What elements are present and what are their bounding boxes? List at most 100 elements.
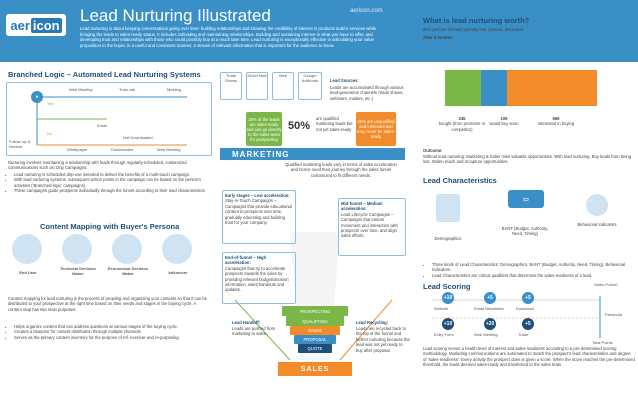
persona-end-user-avatar [12, 234, 42, 264]
branched-bullet: These campaigns guide prospects individu… [14, 188, 208, 193]
axis-sales-funnel: Sales Funnel [594, 282, 618, 287]
branched-lines [36, 96, 187, 146]
branched-diagram: ● Web Meeting Train call Meeting Email F… [6, 82, 212, 156]
char-bant: BANT (Budget, Authority, Need, Timing) [501, 226, 549, 237]
channel-label: Web [278, 73, 288, 78]
char-bullet: Lead Characteristics are critical qualif… [432, 273, 630, 278]
stat-bought-label: bought (from promoter or competitor) [438, 121, 486, 132]
channel-label: Direct Mail [247, 73, 267, 78]
stat-buy-soon-value: 105 [500, 116, 508, 121]
score-download: +5 [522, 292, 534, 304]
start-node: ● [31, 91, 43, 103]
stat-unqualified: 25% are unqualified and irrelevant and m… [356, 112, 396, 146]
scoring-body: Lead scoring serves a health-level of in… [423, 346, 635, 368]
after-label: After 6 months: [423, 35, 454, 40]
early-stage-box: Early stages – Low acceleration: Stay-in… [222, 190, 296, 244]
content-mapping-title: Content Mapping with Buyer's Persona [40, 222, 180, 231]
event-entry-form: Entry Form [434, 332, 454, 337]
score-newsletter: +5 [484, 292, 496, 304]
interested-bar [507, 70, 597, 106]
node-downloaded: Downloaded [111, 147, 134, 152]
persona-influencer: Influencer [168, 270, 188, 275]
content-bullet: Helps organize content that can address … [14, 324, 208, 329]
end-title: End-of-funnel – High acceleration: [225, 255, 267, 266]
handoff-text: Leads are pushed from marketing to sales… [232, 326, 276, 337]
event-trade: Trade [518, 332, 529, 337]
channel-label: Google AdWords [301, 73, 319, 83]
buy-soon-bar [481, 70, 507, 106]
lead-sources-text: Leads are accumulated through various le… [330, 85, 404, 101]
event-newsletter: Email Newsletter [474, 306, 505, 311]
event-website: Website [434, 306, 449, 311]
personas-row: End User Technical Decision Maker Econom… [8, 234, 208, 290]
header-banner [0, 0, 638, 62]
score-web-meeting: +20 [484, 318, 496, 330]
branched-body: Nurturing involves maintaining a relatio… [8, 160, 187, 171]
stage-qualifying: QUALIFYING [286, 316, 344, 326]
early-title: Early stages – Low acceleration: [225, 193, 290, 198]
intro-text: Lead nurturing is about keeping conversa… [80, 26, 377, 48]
logo-main: aer [10, 17, 30, 33]
channel-trade-shows: Trade Shows [220, 72, 242, 100]
char-behavioral: Behavioral Indicators [577, 222, 617, 227]
persona-end-user: End User [19, 270, 37, 275]
persona-influencer-avatar [162, 234, 192, 264]
stat-sales-ready: 25% of the leads are sales-ready and can… [246, 112, 282, 146]
early-text: Stay-in-Touch Campaigns – Campaigns that… [225, 198, 292, 226]
channel-label: Trade Shows [224, 73, 237, 83]
axis-total-points: Total Points [592, 340, 613, 345]
node-meeting: Meeting [167, 87, 182, 92]
stage-prospecting: PROSPECTING [282, 306, 348, 316]
stat-buy-soon-label: would buy soon [489, 121, 519, 127]
content-bullet: Serves as the primary content inventory … [14, 335, 208, 340]
channel-google-adwords: Google AdWords [298, 72, 322, 100]
scoring-title: Lead Scoring [423, 282, 471, 291]
content-bullet: Creates a blueprint for content distribu… [14, 329, 208, 334]
mid-funnel-box: Mid-funnel – Medium acceleration: Lead L… [338, 198, 406, 256]
stage-quote: QUOTE [298, 344, 332, 353]
handoff-title: Lead Handoff: [232, 320, 261, 325]
outcome-title: Outcome: [423, 148, 443, 153]
node-email: Email [97, 123, 108, 128]
worth-title: What is lead nurturing worth? [423, 16, 530, 25]
node-web-meeting: Web Meeting [69, 87, 93, 92]
node-web-meeting-2: Web Meeting [157, 147, 181, 152]
site-url[interactable]: aericon.com [350, 8, 383, 14]
page-title: Lead Nurturing Illustrated [80, 6, 271, 25]
content-body: Content mapping for lead nurturing is th… [8, 296, 208, 312]
score-website: +10 [442, 292, 454, 304]
bought-bar [445, 70, 481, 106]
branched-bullets: Lead nurturing is scheduled drip-use int… [14, 172, 208, 194]
no-label: No [47, 131, 53, 136]
stage-proposal: PROPOSAL [294, 335, 336, 344]
name-badge-icon: ▭ [508, 190, 544, 208]
node-follow-up: Follow Up & Nurture [9, 139, 31, 149]
lead-sources-title: Lead Sources: [330, 78, 359, 83]
logo-accent: icon [30, 17, 62, 33]
behavioral-icon [586, 194, 608, 216]
event-web-meeting: Web Meeting [474, 332, 498, 337]
persona-economical-avatar [112, 234, 142, 264]
node-not-downloaded: Not Downloaded [123, 135, 153, 140]
branched-title: Branched Logic – Automated Lead Nurturin… [8, 70, 201, 79]
branched-bullet: With lead nurturing systems, subsequent … [14, 177, 208, 188]
stat-bought-value: 245 [458, 116, 466, 121]
persona-technical: Technical Decision Maker [60, 266, 96, 276]
channel-direct-mail: Direct Mail [246, 72, 268, 100]
worth-subtitle: 80% percent of leads typically lost, ign… [423, 27, 523, 32]
score-trade: +5 [522, 318, 534, 330]
axis-threshold: Threshold [604, 312, 622, 317]
channel-web: Web [272, 72, 294, 100]
qualified-text: Qualified marketing leads vary in terms … [285, 162, 397, 178]
score-entry-form: +10 [442, 318, 454, 330]
end-funnel-box: End-of-funnel – High acceleration: Campa… [222, 252, 296, 304]
stat-50-percent: 50% [288, 120, 311, 132]
node-whitepaper: Whitepaper [67, 147, 88, 152]
persona-technical-avatar [62, 234, 92, 264]
marketing-label: MARKETING [232, 150, 290, 159]
